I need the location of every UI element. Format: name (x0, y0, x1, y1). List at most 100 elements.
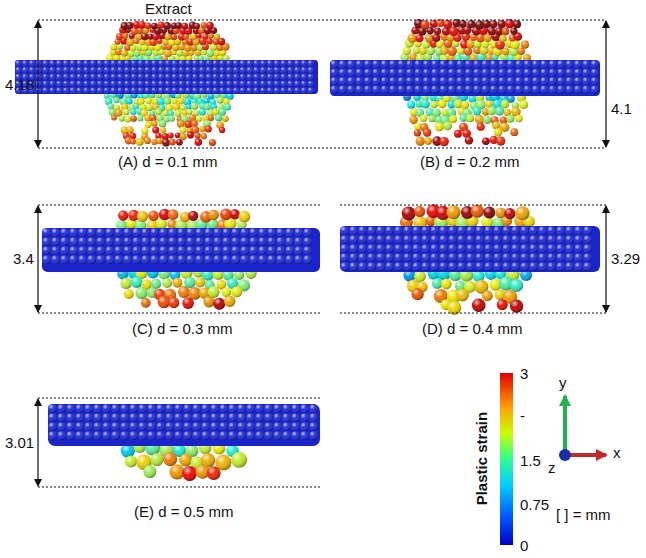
particle (303, 237, 312, 246)
particle (205, 80, 212, 87)
particle-shade (144, 137, 151, 144)
particle-shade (456, 60, 464, 68)
particle (113, 97, 119, 103)
particle (177, 228, 186, 237)
particle-shade (132, 228, 141, 237)
particle-shade (574, 85, 582, 93)
particle-shade (406, 60, 414, 68)
particle (372, 77, 380, 85)
particle-shade (178, 60, 185, 67)
particle (178, 80, 185, 87)
particle-shade (226, 87, 233, 94)
particle (192, 87, 199, 94)
particle-shade (372, 60, 380, 68)
particle (171, 60, 178, 67)
particle-shade (185, 67, 192, 74)
particle-shade (76, 80, 83, 87)
particle (144, 60, 151, 67)
particle-shade (208, 115, 214, 121)
particle (307, 67, 314, 74)
particle (123, 237, 132, 246)
particle (171, 34, 178, 41)
particle (176, 22, 182, 28)
particle-shade (35, 87, 42, 94)
particle-shade (123, 237, 132, 246)
particle-shade (253, 60, 260, 67)
particle-shade (117, 87, 124, 94)
particle (158, 296, 171, 309)
particle (186, 237, 195, 246)
particle-shade (144, 60, 151, 67)
particle (438, 100, 447, 109)
particle (338, 68, 346, 76)
particle (178, 60, 185, 67)
particle (63, 87, 70, 94)
particle-shade (150, 246, 159, 255)
particle (506, 85, 514, 93)
particle-shade (110, 60, 117, 67)
particle (219, 60, 226, 67)
particle-shade (87, 228, 96, 237)
particle (199, 67, 206, 74)
particle (481, 85, 489, 93)
particle-shade (158, 60, 165, 67)
particle (56, 60, 63, 67)
particle-shade (231, 246, 240, 255)
particle (372, 60, 380, 68)
particle-shade (540, 68, 548, 76)
particle (436, 41, 443, 48)
particle-shade (144, 74, 151, 81)
particle-shade (590, 77, 598, 85)
particle (506, 68, 514, 76)
particle-shade (117, 74, 124, 81)
particle-shade (407, 101, 415, 109)
particle-shade (178, 286, 190, 298)
particle-shade (132, 237, 141, 246)
particle-shade (582, 77, 590, 85)
particle-shade (557, 60, 565, 68)
particle-shade (126, 22, 133, 29)
particle (49, 80, 56, 87)
particle-shade (565, 68, 573, 76)
particle (97, 74, 104, 81)
particle (231, 237, 240, 246)
particle (301, 74, 308, 81)
particle (196, 116, 202, 122)
particle (540, 77, 548, 85)
particle-shade (145, 23, 151, 29)
particle-shade (49, 67, 56, 74)
particle (397, 77, 405, 85)
particle-shade (78, 237, 87, 246)
particle-shade (481, 85, 489, 93)
particle-shade (249, 255, 258, 264)
particle-shade (488, 27, 496, 35)
particle-shade (205, 60, 212, 67)
particle (574, 85, 582, 93)
particle-shade (285, 228, 294, 237)
particle (42, 87, 49, 94)
particle-shade (97, 60, 104, 67)
particle-shade (87, 246, 96, 255)
particle (151, 87, 158, 94)
particle-shade (416, 137, 425, 146)
particle (103, 67, 110, 74)
particle-shade (389, 60, 397, 68)
particle (502, 48, 510, 56)
particle (42, 237, 51, 246)
particle-shade (42, 60, 49, 67)
particle (267, 67, 274, 74)
particle (216, 44, 223, 51)
particle-shade (249, 228, 258, 237)
particle-shade (540, 60, 548, 68)
particle (204, 246, 213, 255)
particle-shade (222, 246, 231, 255)
particle (498, 77, 506, 85)
particle (78, 228, 87, 237)
particle (267, 246, 276, 255)
particle-shade (159, 120, 167, 128)
particle (222, 246, 231, 255)
particle-shade (96, 246, 105, 255)
particle-shade (219, 74, 226, 81)
particle (532, 60, 540, 68)
particle-shade (168, 209, 179, 220)
